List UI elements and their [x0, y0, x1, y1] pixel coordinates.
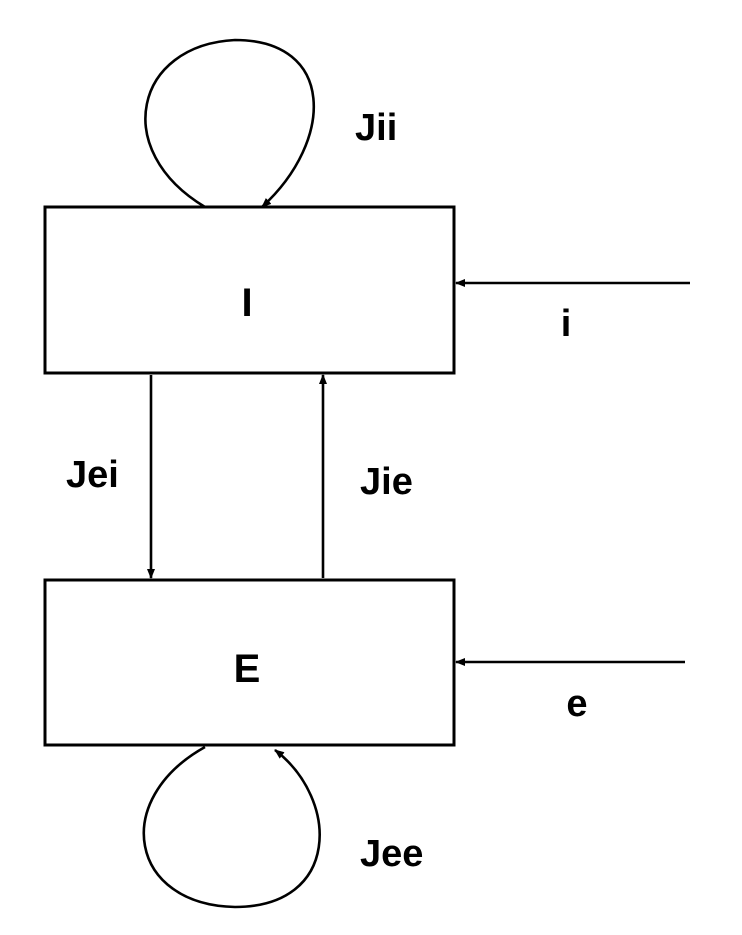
input-i-label: i — [561, 303, 572, 345]
edge-ii-loop — [144, 38, 316, 209]
node-e-label: E — [234, 647, 261, 691]
edge-ee-loop — [142, 745, 321, 909]
input-e-label: e — [566, 683, 587, 725]
edge-ei-label: Jei — [66, 454, 119, 496]
node-i-label: I — [241, 281, 252, 325]
edge-ii-label: Jii — [355, 107, 397, 149]
node-e-box — [43, 578, 456, 747]
edge-ee-label: Jee — [360, 833, 423, 875]
edge-ie-label: Jie — [360, 461, 413, 503]
node-i-box — [43, 205, 456, 375]
